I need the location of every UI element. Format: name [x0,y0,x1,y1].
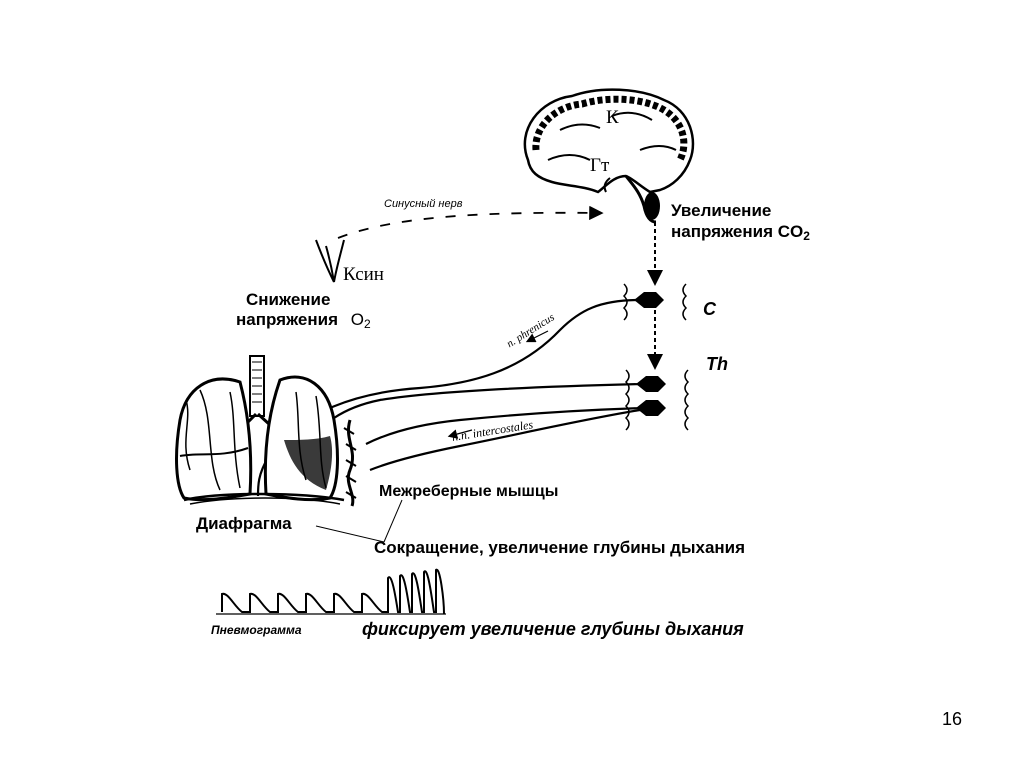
lungs-icon [175,355,345,505]
diaphragm-label: Диафрагма [196,514,292,533]
muscles-leader [383,499,403,543]
cervical-label: C [703,299,716,319]
carotid-sinus-icon [315,239,345,283]
pneumogram-trace [221,568,445,615]
sinus-nerve-label: Синусный нерв [384,198,463,210]
intercostal-muscles-label: Межреберные мышцы [379,483,559,500]
records-label: фиксирует увеличение глубины дыхания [362,619,744,639]
o2-line-2: напряжения О2 [236,310,371,331]
o2-decrease-label: Снижение напряжения О2 [236,290,371,332]
ksin-label: Ксин [343,264,384,285]
intercostal-arrow [447,429,473,439]
cortex-label: К [606,107,619,128]
thoracic-label: Th [706,354,728,374]
spinal-segment-th [624,369,690,431]
intercostal-nerve-upper [333,382,643,419]
spinal-segment-c [622,283,688,321]
co2-subscript: 2 [803,229,810,244]
co2-increase-label: Увеличение напряжения CO2 [671,200,810,244]
phrenic-arrow [525,330,549,343]
sinus-nerve-path [337,205,604,239]
o2-symbol: О [350,310,364,330]
intercostal-muscles-icon [343,419,357,507]
co2-line-2: напряжения CO2 [671,221,810,244]
brain-icon [523,88,695,224]
co2-line-2-text: напряжения CO [671,222,804,242]
diaphragm-leader [315,525,385,543]
page-number: 16 [942,709,963,729]
o2-subscript: 2 [363,317,371,332]
o2-line-2-text: напряжения [236,310,338,330]
pneumogram-label: Пневмограмма [211,623,302,637]
hypothalamus-label: Гт [590,155,610,176]
o2-line-1: Снижение [246,290,331,309]
intercostal-nerve-middle [365,406,645,445]
contraction-label: Сокращение, увеличение глубины дыхания [374,538,746,557]
co2-line-1: Увеличение [671,201,772,220]
intercostal-nerve-lower [369,408,641,472]
